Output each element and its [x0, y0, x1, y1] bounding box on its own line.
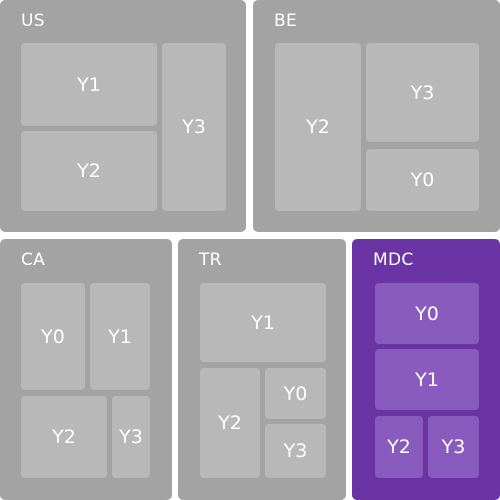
treemap-group-label: TR [199, 250, 222, 270]
treemap-leaf-label: Y3 [119, 426, 143, 448]
treemap-leaf-be-y3[interactable]: Y3 [366, 43, 479, 142]
treemap-leaf-label: Y3 [182, 116, 206, 138]
treemap-leaf-us-y2[interactable]: Y2 [21, 131, 157, 211]
treemap-leaf-tr-y2[interactable]: Y2 [200, 368, 260, 478]
treemap-leaf-label: Y1 [77, 73, 101, 96]
treemap-leaf-label: Y2 [77, 160, 101, 182]
treemap-leaf-label: Y3 [441, 436, 466, 458]
treemap-leaf-label: Y2 [387, 436, 411, 458]
treemap-leaf-label: Y1 [108, 325, 132, 348]
treemap-leaf-ca-y3[interactable]: Y3 [112, 396, 150, 478]
treemap-leaf-label: Y0 [283, 382, 308, 405]
treemap-group-label: CA [21, 250, 46, 270]
treemap-leaf-label: Y1 [415, 368, 439, 391]
treemap-group-label: US [21, 11, 45, 31]
treemap-leaf-label: Y2 [218, 412, 242, 434]
treemap-leaf-label: Y0 [415, 302, 439, 325]
treemap-leaf-mdc-y0[interactable]: Y0 [375, 283, 479, 344]
treemap-leaf-ca-y1[interactable]: Y1 [90, 283, 150, 390]
treemap-leaf-tr-y0[interactable]: Y0 [265, 368, 326, 419]
treemap-leaf-label: Y3 [283, 440, 308, 462]
treemap-leaf-label: Y2 [306, 116, 330, 138]
treemap-leaf-tr-y1[interactable]: Y1 [200, 283, 326, 362]
treemap-group-label: MDC [373, 250, 414, 270]
treemap-leaf-mdc-y1[interactable]: Y1 [375, 349, 479, 410]
treemap-leaf-ca-y0[interactable]: Y0 [21, 283, 85, 390]
treemap-leaf-us-y3[interactable]: Y3 [162, 43, 226, 211]
treemap-leaf-be-y0[interactable]: Y0 [366, 149, 479, 211]
treemap-leaf-tr-y3[interactable]: Y3 [265, 424, 326, 478]
treemap-leaf-label: Y1 [251, 311, 275, 334]
treemap-leaf-label: Y0 [410, 169, 435, 191]
treemap-leaf-mdc-y2[interactable]: Y2 [375, 416, 423, 478]
treemap-group-label: BE [274, 11, 298, 31]
treemap-leaf-us-y1[interactable]: Y1 [21, 43, 157, 126]
treemap-leaf-ca-y2[interactable]: Y2 [21, 396, 107, 478]
treemap-leaf-be-y2[interactable]: Y2 [275, 43, 361, 211]
treemap-leaf-label: Y0 [41, 325, 65, 348]
treemap-leaf-mdc-y3[interactable]: Y3 [428, 416, 479, 478]
treemap-leaf-label: Y2 [52, 426, 76, 448]
treemap-leaf-label: Y3 [410, 81, 435, 104]
